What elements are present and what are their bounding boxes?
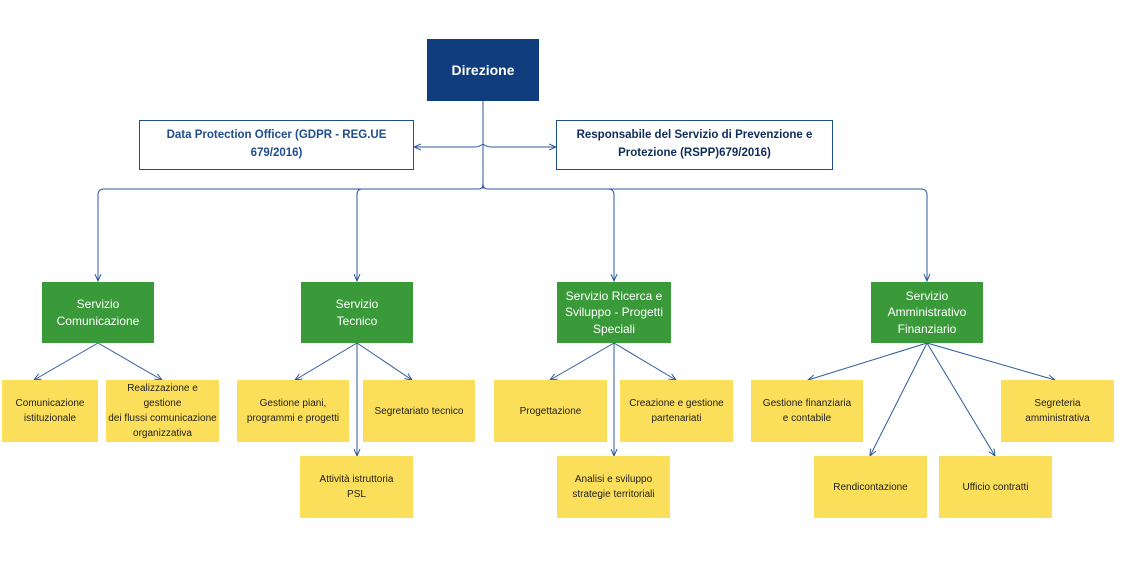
unit-ufficio-contratti: Ufficio contratti	[939, 456, 1052, 518]
unit-analisi-strategie: Analisi e sviluppo strategie territorial…	[557, 456, 670, 518]
unit-attivita-istruttoria: Attività istruttoria PSL	[300, 456, 413, 518]
bus-amministrativo	[608, 188, 927, 281]
unit-segreteria-amministrativa: Segreteria amministrativa	[1001, 380, 1114, 442]
direzione-box: Direzione	[427, 39, 539, 101]
link-gestione-piani	[295, 342, 358, 380]
unit-creazione-partenariati: Creazione e gestione partenariati	[620, 380, 733, 442]
service-comunicazione: Servizio Comunicazione	[42, 282, 154, 343]
bus-ricerca	[482, 183, 614, 281]
bus-comunicazione	[98, 183, 484, 281]
link-contratti	[926, 342, 995, 456]
service-tecnico: Servizio Tecnico	[301, 282, 413, 343]
link-realizzazione	[97, 342, 162, 380]
unit-gestione-finanziaria: Gestione finanziaria e contabile	[751, 380, 863, 442]
unit-segretariato-tecnico: Segretariato tecnico	[363, 380, 475, 442]
unit-comunicazione-istituzionale: Comunicazione istituzionale	[2, 380, 98, 442]
link-progettazione	[550, 342, 615, 380]
unit-gestione-piani: Gestione piani, programmi e progetti	[237, 380, 349, 442]
unit-realizzazione-flussi: Realizzazione e gestione dei flussi comu…	[106, 380, 219, 442]
rspp-connector	[482, 144, 556, 147]
link-segreteria	[926, 342, 1055, 380]
link-comunicazione-istituzionale	[34, 342, 99, 380]
link-gestione-finanziaria	[808, 342, 928, 380]
link-segretariato	[356, 342, 412, 380]
dpo-connector	[414, 144, 484, 147]
unit-rendicontazione: Rendicontazione	[814, 456, 927, 518]
link-rendicontazione	[870, 342, 928, 456]
service-ricerca-sviluppo: Servizio Ricerca e Sviluppo - Progetti S…	[557, 282, 671, 343]
unit-progettazione: Progettazione	[494, 380, 607, 442]
rspp-box: Responsabile del Servizio di Prevenzione…	[556, 120, 833, 170]
dpo-box: Data Protection Officer (GDPR - REG.UE 6…	[139, 120, 414, 170]
service-amministrativo-finanziario: Servizio Amministrativo Finanziario	[871, 282, 983, 343]
bus-tecnico	[357, 188, 478, 281]
link-partenariati	[613, 342, 676, 380]
